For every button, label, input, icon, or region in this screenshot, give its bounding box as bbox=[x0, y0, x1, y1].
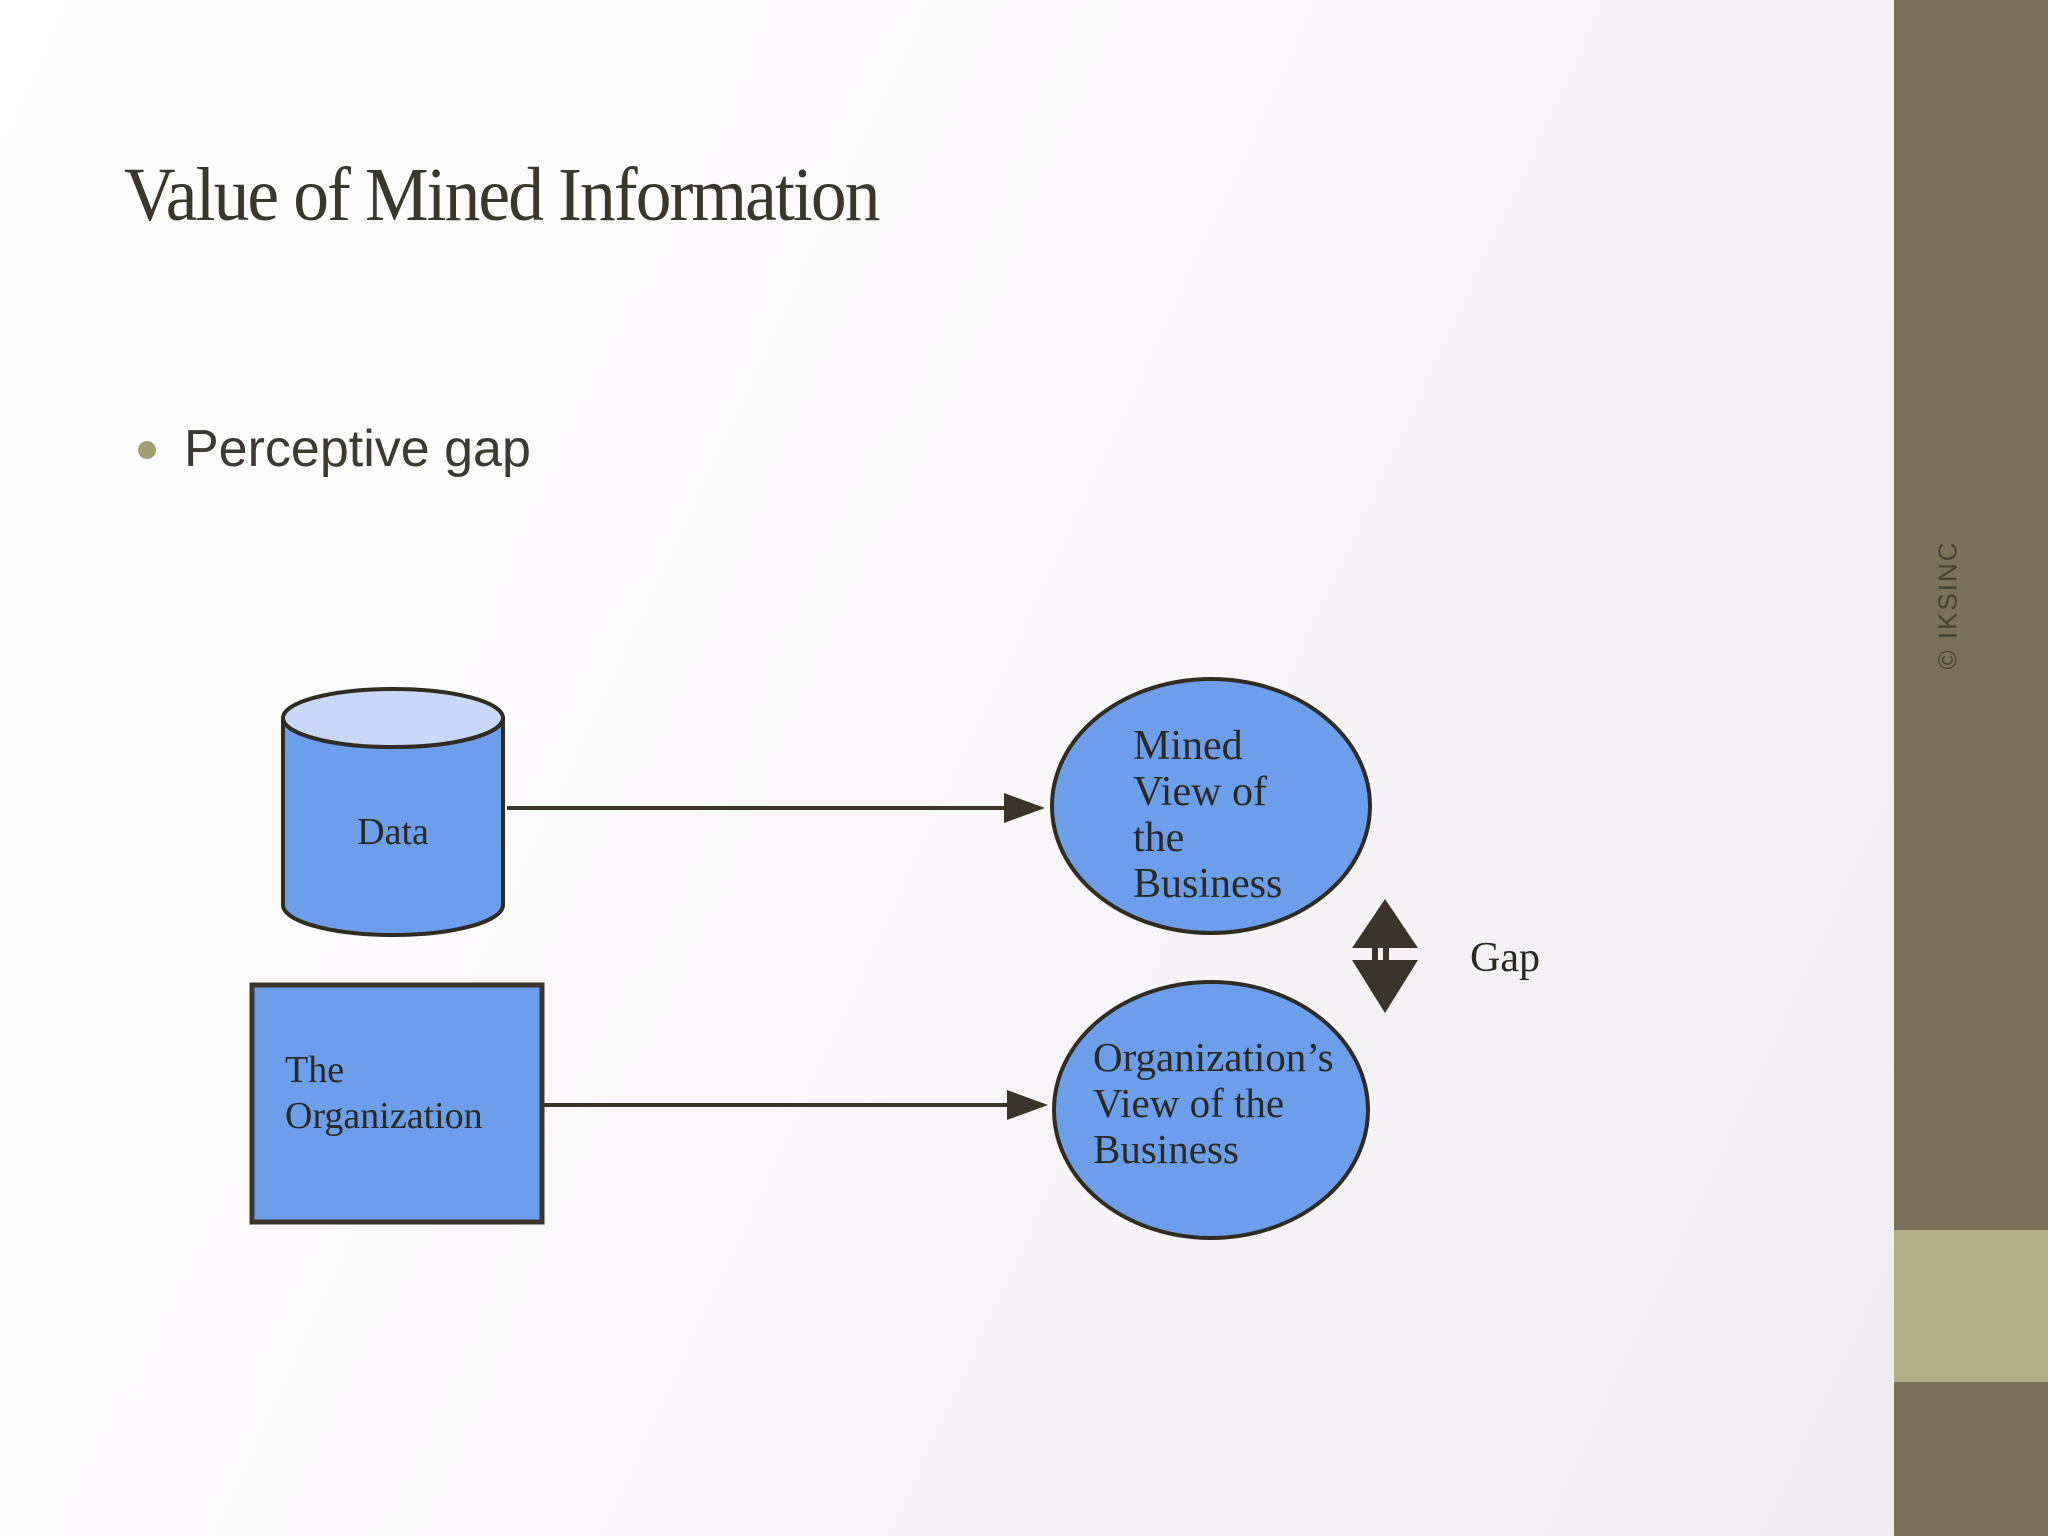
data-cylinder bbox=[281, 687, 505, 937]
organization-rect bbox=[249, 982, 545, 1225]
sidebar-accent-square bbox=[1894, 1230, 2048, 1382]
mined-view-label: Mined View of the Business bbox=[1133, 723, 1283, 907]
slide-title: Value of Mined Information bbox=[124, 153, 880, 237]
bullet-dot-icon bbox=[138, 441, 156, 459]
gap-double-arrow-icon bbox=[1352, 899, 1418, 1013]
gap-label: Gap bbox=[1470, 935, 1540, 981]
org-view-label: Organization’s View of the Business bbox=[1093, 1034, 1334, 1172]
bullet-item: Perceptive gap bbox=[184, 420, 531, 478]
data-cylinder-label: Data bbox=[357, 811, 429, 853]
organization-rect-label: The Organization bbox=[285, 1049, 483, 1137]
org-view-ellipse bbox=[1052, 980, 1370, 1240]
arrow-org-to-org-view bbox=[544, 1090, 1048, 1120]
arrow-data-to-mined-view bbox=[507, 793, 1045, 823]
copyright-text: © IKSINC bbox=[1932, 540, 1963, 670]
mined-view-ellipse bbox=[1050, 677, 1372, 935]
